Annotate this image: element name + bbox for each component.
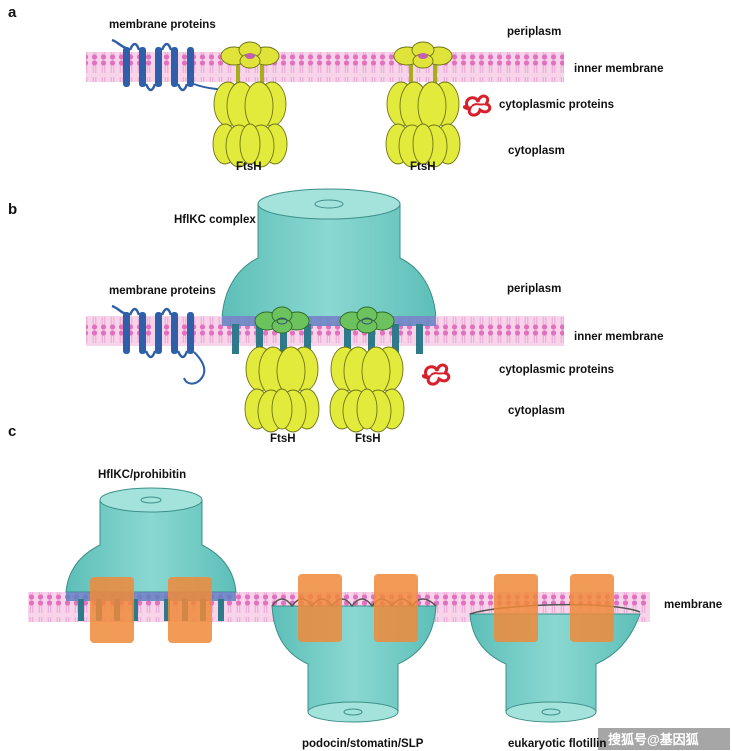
label-periplasm: periplasm [507, 283, 561, 295]
ftsh-left [212, 41, 288, 168]
watermark: 搜狐号@基因狐 [598, 728, 730, 750]
cytoplasmic-protein-icon [421, 363, 451, 386]
label-cytoplasm: cytoplasm [508, 405, 565, 417]
label-membrane-proteins: membrane proteins [109, 19, 216, 31]
hflkc-anchors [232, 324, 423, 354]
watermark-text: 搜狐号@基因狐 [608, 732, 699, 747]
label-periplasm: periplasm [507, 26, 561, 38]
label-ftsh-right: FtsH [410, 161, 436, 173]
panel-a: a [8, 4, 663, 173]
panel-a-letter: a [8, 4, 17, 21]
podocin-stomatin-complex [271, 574, 437, 723]
label-cytoplasmic-proteins: cytoplasmic proteins [499, 364, 614, 376]
label-ftsh-right: FtsH [355, 433, 381, 445]
label-podocin-stomatin-slp: podocin/stomatin/SLP [302, 738, 424, 750]
hflkc-prohibitin-complex [65, 487, 237, 643]
label-hflkc-prohibitin: HflKC/prohibitin [98, 469, 186, 481]
ftsh-right [385, 41, 461, 168]
label-membrane: membrane [664, 599, 722, 611]
hflkc-complex [221, 188, 437, 319]
label-cytoplasm: cytoplasm [508, 145, 565, 157]
label-ftsh-left: FtsH [270, 433, 296, 445]
panel-b: b [8, 188, 663, 445]
cytoplasmic-protein-icon [462, 94, 492, 117]
label-ftsh-left: FtsH [236, 161, 262, 173]
label-cytoplasmic-proteins: cytoplasmic proteins [499, 99, 614, 111]
label-inner-membrane: inner membrane [574, 63, 663, 75]
panel-b-letter: b [8, 201, 17, 218]
label-inner-membrane: inner membrane [574, 331, 663, 343]
eukaryotic-flotillin-complex [469, 574, 641, 723]
label-membrane-proteins: membrane proteins [109, 285, 216, 297]
label-hflkc-complex: HflKC complex [174, 214, 256, 226]
panel-c-letter: c [8, 423, 16, 440]
panel-c: c [8, 423, 722, 750]
membrane-protein [111, 304, 206, 385]
membrane-protein [111, 38, 239, 119]
inner-membrane-bilayer [86, 52, 564, 82]
label-eukaryotic-flotillin: eukaryotic flotillin [508, 738, 606, 750]
